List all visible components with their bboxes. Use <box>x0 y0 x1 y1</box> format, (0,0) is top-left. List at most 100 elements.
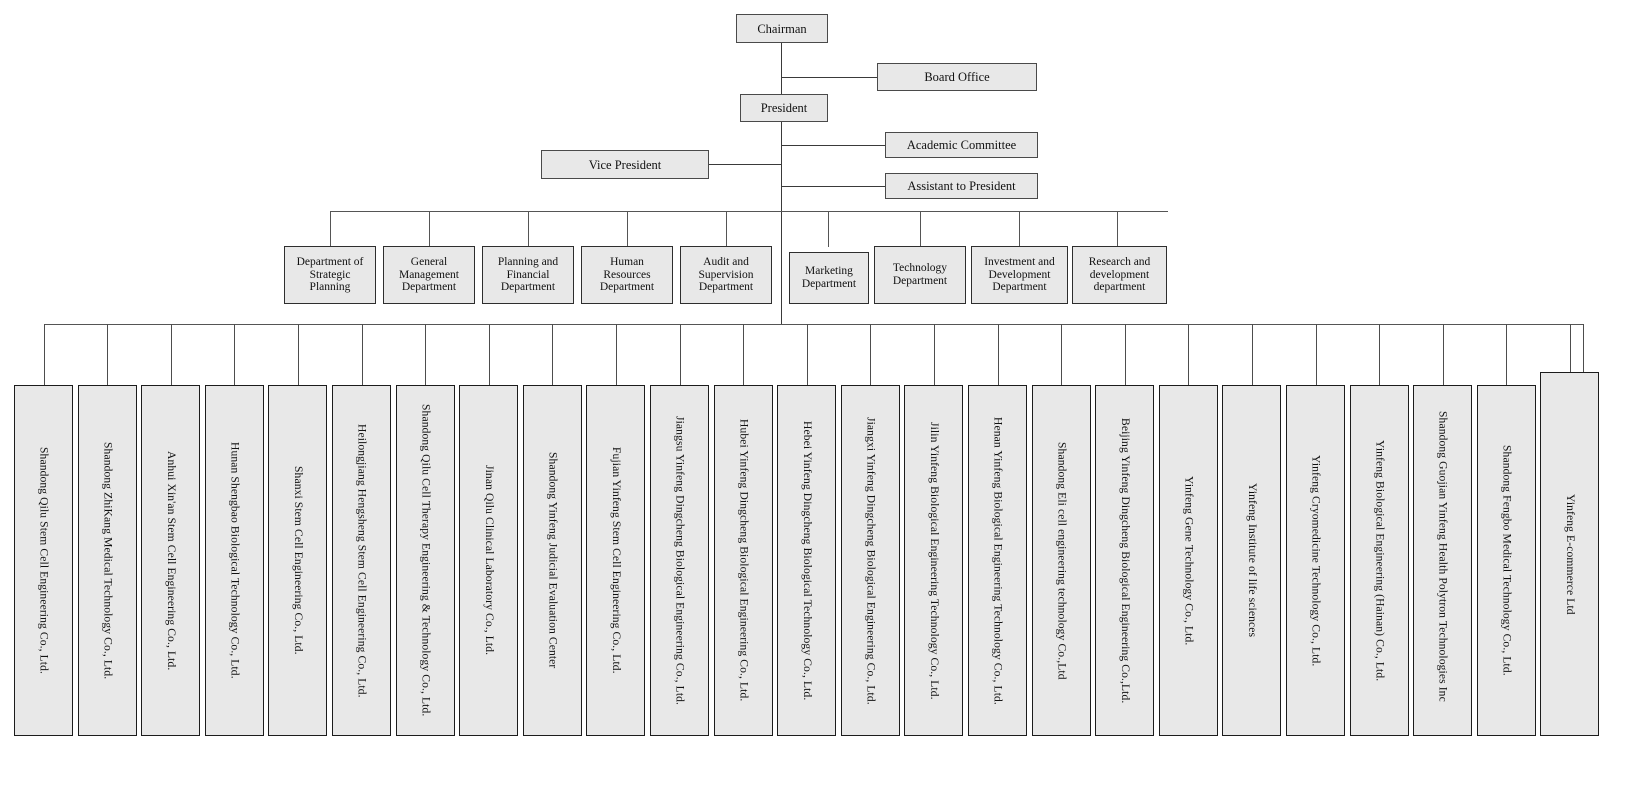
node-subsidiary[interactable]: Shandong Yinfeng Judicial Evaluation Cen… <box>522 385 582 736</box>
subsidiary-label: Shandong ZhiKang Medical Technology Co.,… <box>101 441 115 680</box>
subsidiary-label: Fujian Yinfeng Stem Cell Engineering Co.… <box>610 447 624 674</box>
node-vice-president[interactable]: Vice President <box>541 150 709 179</box>
subsidiary-leg-15 <box>934 324 935 385</box>
dept-line-1: Department of <box>296 255 364 268</box>
dept-line-1: Audit and <box>703 255 749 268</box>
subsidiary-leg-13 <box>807 324 808 385</box>
dept-line-1: Technology <box>892 262 948 275</box>
subsidiary-label: Yinfeng Institute of life sciences <box>1246 483 1260 638</box>
subsidiary-bus-bar <box>45 324 1584 325</box>
node-department-investment-development[interactable]: Investment and Development Department <box>971 246 1068 304</box>
subsidiary-label: Anhui Xin'an Stem Cell Engineering Co., … <box>164 450 178 671</box>
department-leg-7 <box>920 211 921 247</box>
node-subsidiary[interactable]: Yinfeng E-commerce Ltd <box>1540 372 1600 736</box>
node-subsidiary[interactable]: Beijing Yinfeng Dingcheng Biological Eng… <box>1095 385 1155 736</box>
subsidiary-leg-20 <box>1252 324 1253 385</box>
node-president[interactable]: President <box>740 94 828 122</box>
subsidiary-leg-12 <box>743 324 744 385</box>
subsidiary-leg-21 <box>1316 324 1317 385</box>
connector-chairman-to-president <box>781 43 782 94</box>
dept-line-2: Development <box>988 268 1051 281</box>
node-subsidiary[interactable]: Yinfeng Biological Engineering (Hainan) … <box>1349 385 1409 736</box>
node-chairman[interactable]: Chairman <box>736 14 828 43</box>
subsidiary-label: Shandong Yinfeng Judicial Evaluation Cen… <box>546 452 560 669</box>
department-leg-4 <box>627 211 628 247</box>
subsidiary-leg-25 <box>1570 324 1571 372</box>
dept-line-2: Department <box>801 278 857 290</box>
node-academic-committee-label: Academic Committee <box>906 138 1017 152</box>
subsidiary-label: Jinan Qilu Clinical Laboratory Co., Ltd. <box>482 465 496 656</box>
node-subsidiary[interactable]: Shandong Qilu Stem Cell Engineering Co.,… <box>14 385 73 736</box>
node-subsidiary[interactable]: Shandong Eli cell engineering technology… <box>1031 385 1091 736</box>
node-subsidiary[interactable]: Jiangxi Yinfeng Dingcheng Biological Eng… <box>840 385 900 736</box>
node-department-human-resources[interactable]: Human Resources Department <box>581 246 673 304</box>
subsidiary-leg-24 <box>1506 324 1507 385</box>
subsidiary-label: Shanxi Stem Cell Engineering Co., Ltd. <box>292 466 306 655</box>
node-subsidiary[interactable]: Hebei Yinfeng Dingcheng Biological Techn… <box>777 385 837 736</box>
dept-line-3: Department <box>599 281 655 294</box>
subsidiary-label: Yinfeng E-commerce Ltd <box>1564 493 1578 615</box>
node-subsidiary[interactable]: Yinfeng Gene Technology Co., Ltd. <box>1158 385 1218 736</box>
subsidiary-label: Jilin Yinfeng Biological Engineering Tec… <box>928 421 942 700</box>
node-subsidiary[interactable]: Henan Yinfeng Biological Engineering Tec… <box>968 385 1027 736</box>
node-subsidiary[interactable]: Yinfeng Cryomedicine Technology Co., Ltd… <box>1286 385 1345 736</box>
node-subsidiary[interactable]: Shandong Fengbo Medical Technology Co., … <box>1476 385 1536 736</box>
node-department-research-development[interactable]: Research and development department <box>1072 246 1167 304</box>
dept-line-1: Investment and <box>984 255 1055 268</box>
node-subsidiary[interactable]: Shanxi Stem Cell Engineering Co., Ltd. <box>268 385 328 736</box>
connector-board-office <box>781 77 877 78</box>
dept-line-2: Resources <box>603 268 651 281</box>
node-department-planning-financial[interactable]: Planning and Financial Department <box>482 246 574 304</box>
node-department-technology[interactable]: Technology Department <box>874 246 966 304</box>
node-department-marketing[interactable]: Marketing Department <box>789 252 869 304</box>
dept-line-3: department <box>1093 281 1146 294</box>
node-president-label: President <box>760 101 808 115</box>
node-board-office-label: Board Office <box>924 70 990 84</box>
dept-line-1: Research and <box>1088 255 1151 268</box>
subsidiary-label: Hunan Shengbao Biological Technology Co.… <box>228 442 242 679</box>
dept-line-1: General <box>410 255 448 268</box>
node-subsidiary[interactable]: Jiangsu Yinfeng Dingcheng Biological Eng… <box>650 385 709 736</box>
node-subsidiary[interactable]: Shandong Qilu Cell Therapy Engineering &… <box>395 385 455 736</box>
subsidiary-label: Beijing Yinfeng Dingcheng Biological Eng… <box>1118 417 1132 704</box>
subsidiary-label: Shandong Fengbo Medical Technology Co., … <box>1500 445 1514 676</box>
node-subsidiary[interactable]: Shandong ZhiKang Medical Technology Co.,… <box>77 385 137 736</box>
subsidiary-label: Shandong Qilu Cell Therapy Engineering &… <box>419 404 433 717</box>
subsidiary-leg-17 <box>1061 324 1062 385</box>
dept-line-1: Human <box>610 255 644 268</box>
subsidiary-leg-6 <box>362 324 363 385</box>
dept-line-2: Financial <box>506 268 550 281</box>
dept-line-3: Department <box>401 281 457 294</box>
subsidiary-leg-7 <box>425 324 426 385</box>
subsidiary-leg-2 <box>107 324 108 385</box>
node-subsidiary[interactable]: Jilin Yinfeng Biological Engineering Tec… <box>904 385 964 736</box>
node-subsidiary[interactable]: Yinfeng Institute of life sciences <box>1222 385 1282 736</box>
node-subsidiary[interactable]: Hubei Yinfeng Dingcheng Biological Engin… <box>713 385 773 736</box>
node-department-audit-supervision[interactable]: Audit and Supervision Department <box>680 246 772 304</box>
dept-line-3: Department <box>698 281 754 294</box>
node-subsidiary[interactable]: Anhui Xin'an Stem Cell Engineering Co., … <box>141 385 201 736</box>
node-subsidiary[interactable]: Heilongjiang Hengsheng Stem Cell Enginee… <box>332 385 391 736</box>
node-assistant-to-president[interactable]: Assistant to President <box>885 173 1038 199</box>
dept-line-2: Department <box>892 275 948 287</box>
subsidiary-leg-5 <box>298 324 299 385</box>
node-department-strategic-planning[interactable]: Department of Strategic Planning <box>284 246 376 304</box>
subsidiary-leg-8 <box>489 324 490 385</box>
node-subsidiary[interactable]: Fujian Yinfeng Stem Cell Engineering Co.… <box>586 385 646 736</box>
subsidiary-label: Hebei Yinfeng Dingcheng Biological Techn… <box>800 420 814 701</box>
department-leg-1 <box>330 211 331 247</box>
node-department-general-management[interactable]: General Management Department <box>383 246 475 304</box>
node-board-office[interactable]: Board Office <box>877 63 1037 91</box>
dept-line-1: Marketing <box>805 265 853 278</box>
subsidiary-leg-4 <box>234 324 235 385</box>
dept-line-3: Department <box>500 281 556 294</box>
node-academic-committee[interactable]: Academic Committee <box>885 132 1038 158</box>
node-subsidiary[interactable]: Jinan Qilu Clinical Laboratory Co., Ltd. <box>459 385 519 736</box>
node-subsidiary[interactable]: Shandong Guojian Yinfeng Health Polytron… <box>1413 385 1473 736</box>
subsidiary-leg-3 <box>171 324 172 385</box>
node-subsidiary[interactable]: Hunan Shengbao Biological Technology Co.… <box>204 385 264 736</box>
subsidiary-leg-9 <box>552 324 553 385</box>
subsidiary-label: Yinfeng Cryomedicine Technology Co., Ltd… <box>1309 454 1323 667</box>
subsidiary-label: Yinfeng Biological Engineering (Hainan) … <box>1373 439 1387 682</box>
